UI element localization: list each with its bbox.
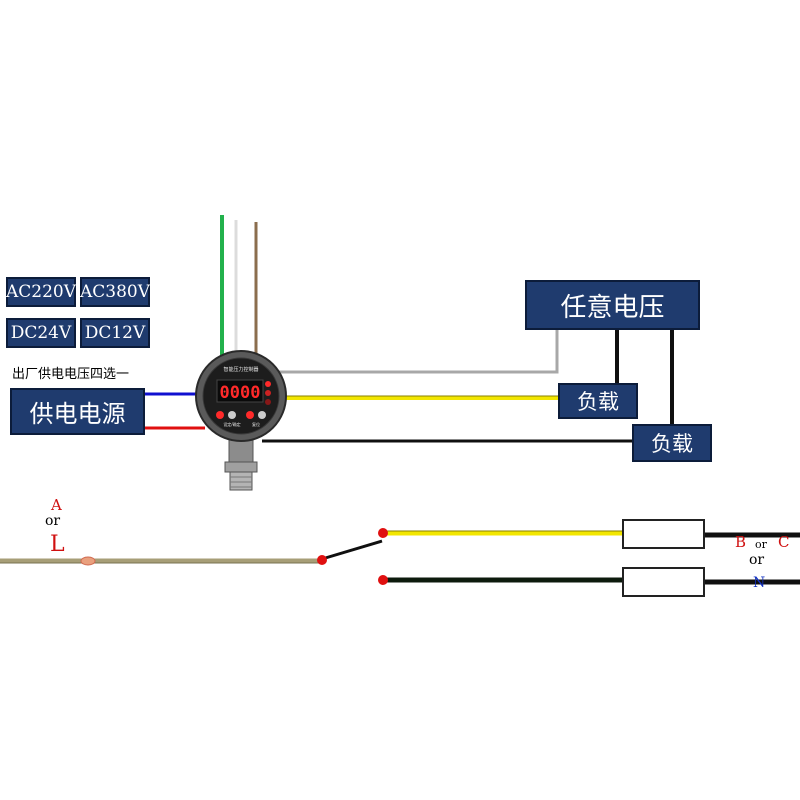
gray-wire: [275, 330, 559, 374]
led-display: [216, 379, 264, 403]
phase-label-c: C: [778, 533, 790, 551]
phase-label-b: B: [735, 533, 747, 551]
indicator-led-2: [265, 390, 271, 396]
phase-label-l: L: [50, 532, 65, 557]
pressure-controller: 智能压力控制器 0000 设定/确定 复位: [195, 350, 287, 491]
phase-label-a: A: [51, 496, 62, 514]
load-element-upper: [622, 519, 705, 549]
power-source-box: 供电电源: [10, 388, 145, 435]
no-contact-dot: [378, 528, 388, 538]
load-box-2: 负载: [632, 424, 712, 462]
any-voltage-box: 任意电压: [525, 280, 700, 330]
wire-splice: [80, 556, 96, 566]
voltage-option-dc24v: DC24V: [6, 318, 76, 348]
switch-pivot-dot: [317, 555, 327, 565]
phase-or-inline: or: [755, 538, 767, 551]
indicator-led-1: [265, 381, 271, 387]
voltage-option-ac220v: AC220V: [6, 277, 76, 307]
voltage-option-dc12v: DC12V: [80, 318, 150, 348]
indicator-led-3: [265, 399, 271, 405]
voltage-option-ac380v: AC380V: [80, 277, 150, 307]
reset-button[interactable]: [258, 411, 266, 419]
phase-or-right: or: [749, 552, 765, 568]
button-label-set: 设定/确定: [223, 421, 240, 427]
up-button[interactable]: [228, 411, 236, 419]
load-element-lower: [622, 567, 705, 597]
load-box-1: 负载: [558, 383, 638, 419]
phase-label-n: N: [753, 575, 766, 591]
nc-contact-dot: [378, 575, 388, 585]
factory-voltage-note: 出厂供电电压四选一: [12, 367, 130, 382]
down-button[interactable]: [246, 411, 254, 419]
switch-arm: [321, 539, 383, 561]
phase-or-left: or: [45, 513, 61, 529]
display-readout: 0000: [220, 383, 261, 403]
set-button[interactable]: [216, 411, 224, 419]
device-name: 智能压力控制器: [223, 366, 258, 373]
pressure-port: [228, 439, 254, 465]
button-label-reset: 复位: [252, 421, 260, 427]
